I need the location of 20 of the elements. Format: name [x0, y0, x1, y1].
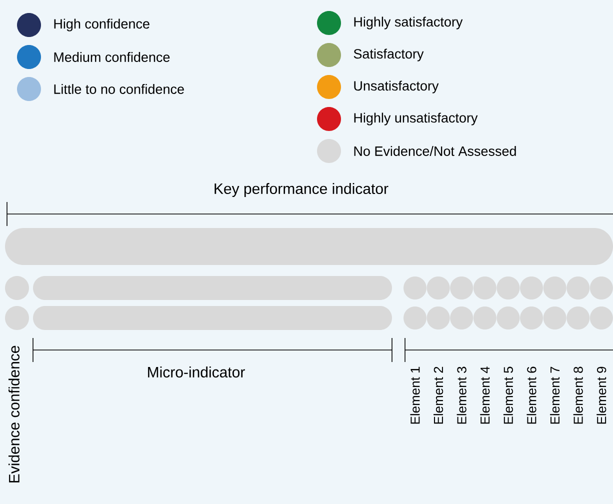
element-label: Element 1 — [410, 366, 420, 424]
legend-label: High confidence — [54, 18, 150, 32]
element-label: Element 9 — [596, 366, 606, 424]
element-label: Element 3 — [456, 366, 466, 424]
legend-label: Satisfactory — [354, 48, 424, 62]
axis-title: Micro-indicator — [148, 366, 245, 378]
legend-label: Unsatisfactory — [354, 80, 439, 94]
legend-label: Highly unsatisfactory — [354, 112, 478, 126]
element-label: Element 8 — [573, 366, 583, 424]
legend-label: Highly satisfactory — [354, 16, 463, 30]
legend-label: Medium confidence — [54, 52, 170, 62]
element-label: Element 5 — [503, 366, 513, 424]
element-label: Element 7 — [550, 366, 560, 424]
legend-label: No Evidence/Not Assessed — [354, 146, 516, 156]
element-label: Element 2 — [434, 366, 444, 424]
legend-label: Little to no confidence — [54, 84, 184, 94]
element-label: Element 4 — [480, 366, 490, 424]
axis-title: Key performance indicator — [214, 183, 388, 197]
element-label: Element 6 — [526, 366, 536, 424]
axis-title: Evidence confidence — [8, 346, 20, 482]
